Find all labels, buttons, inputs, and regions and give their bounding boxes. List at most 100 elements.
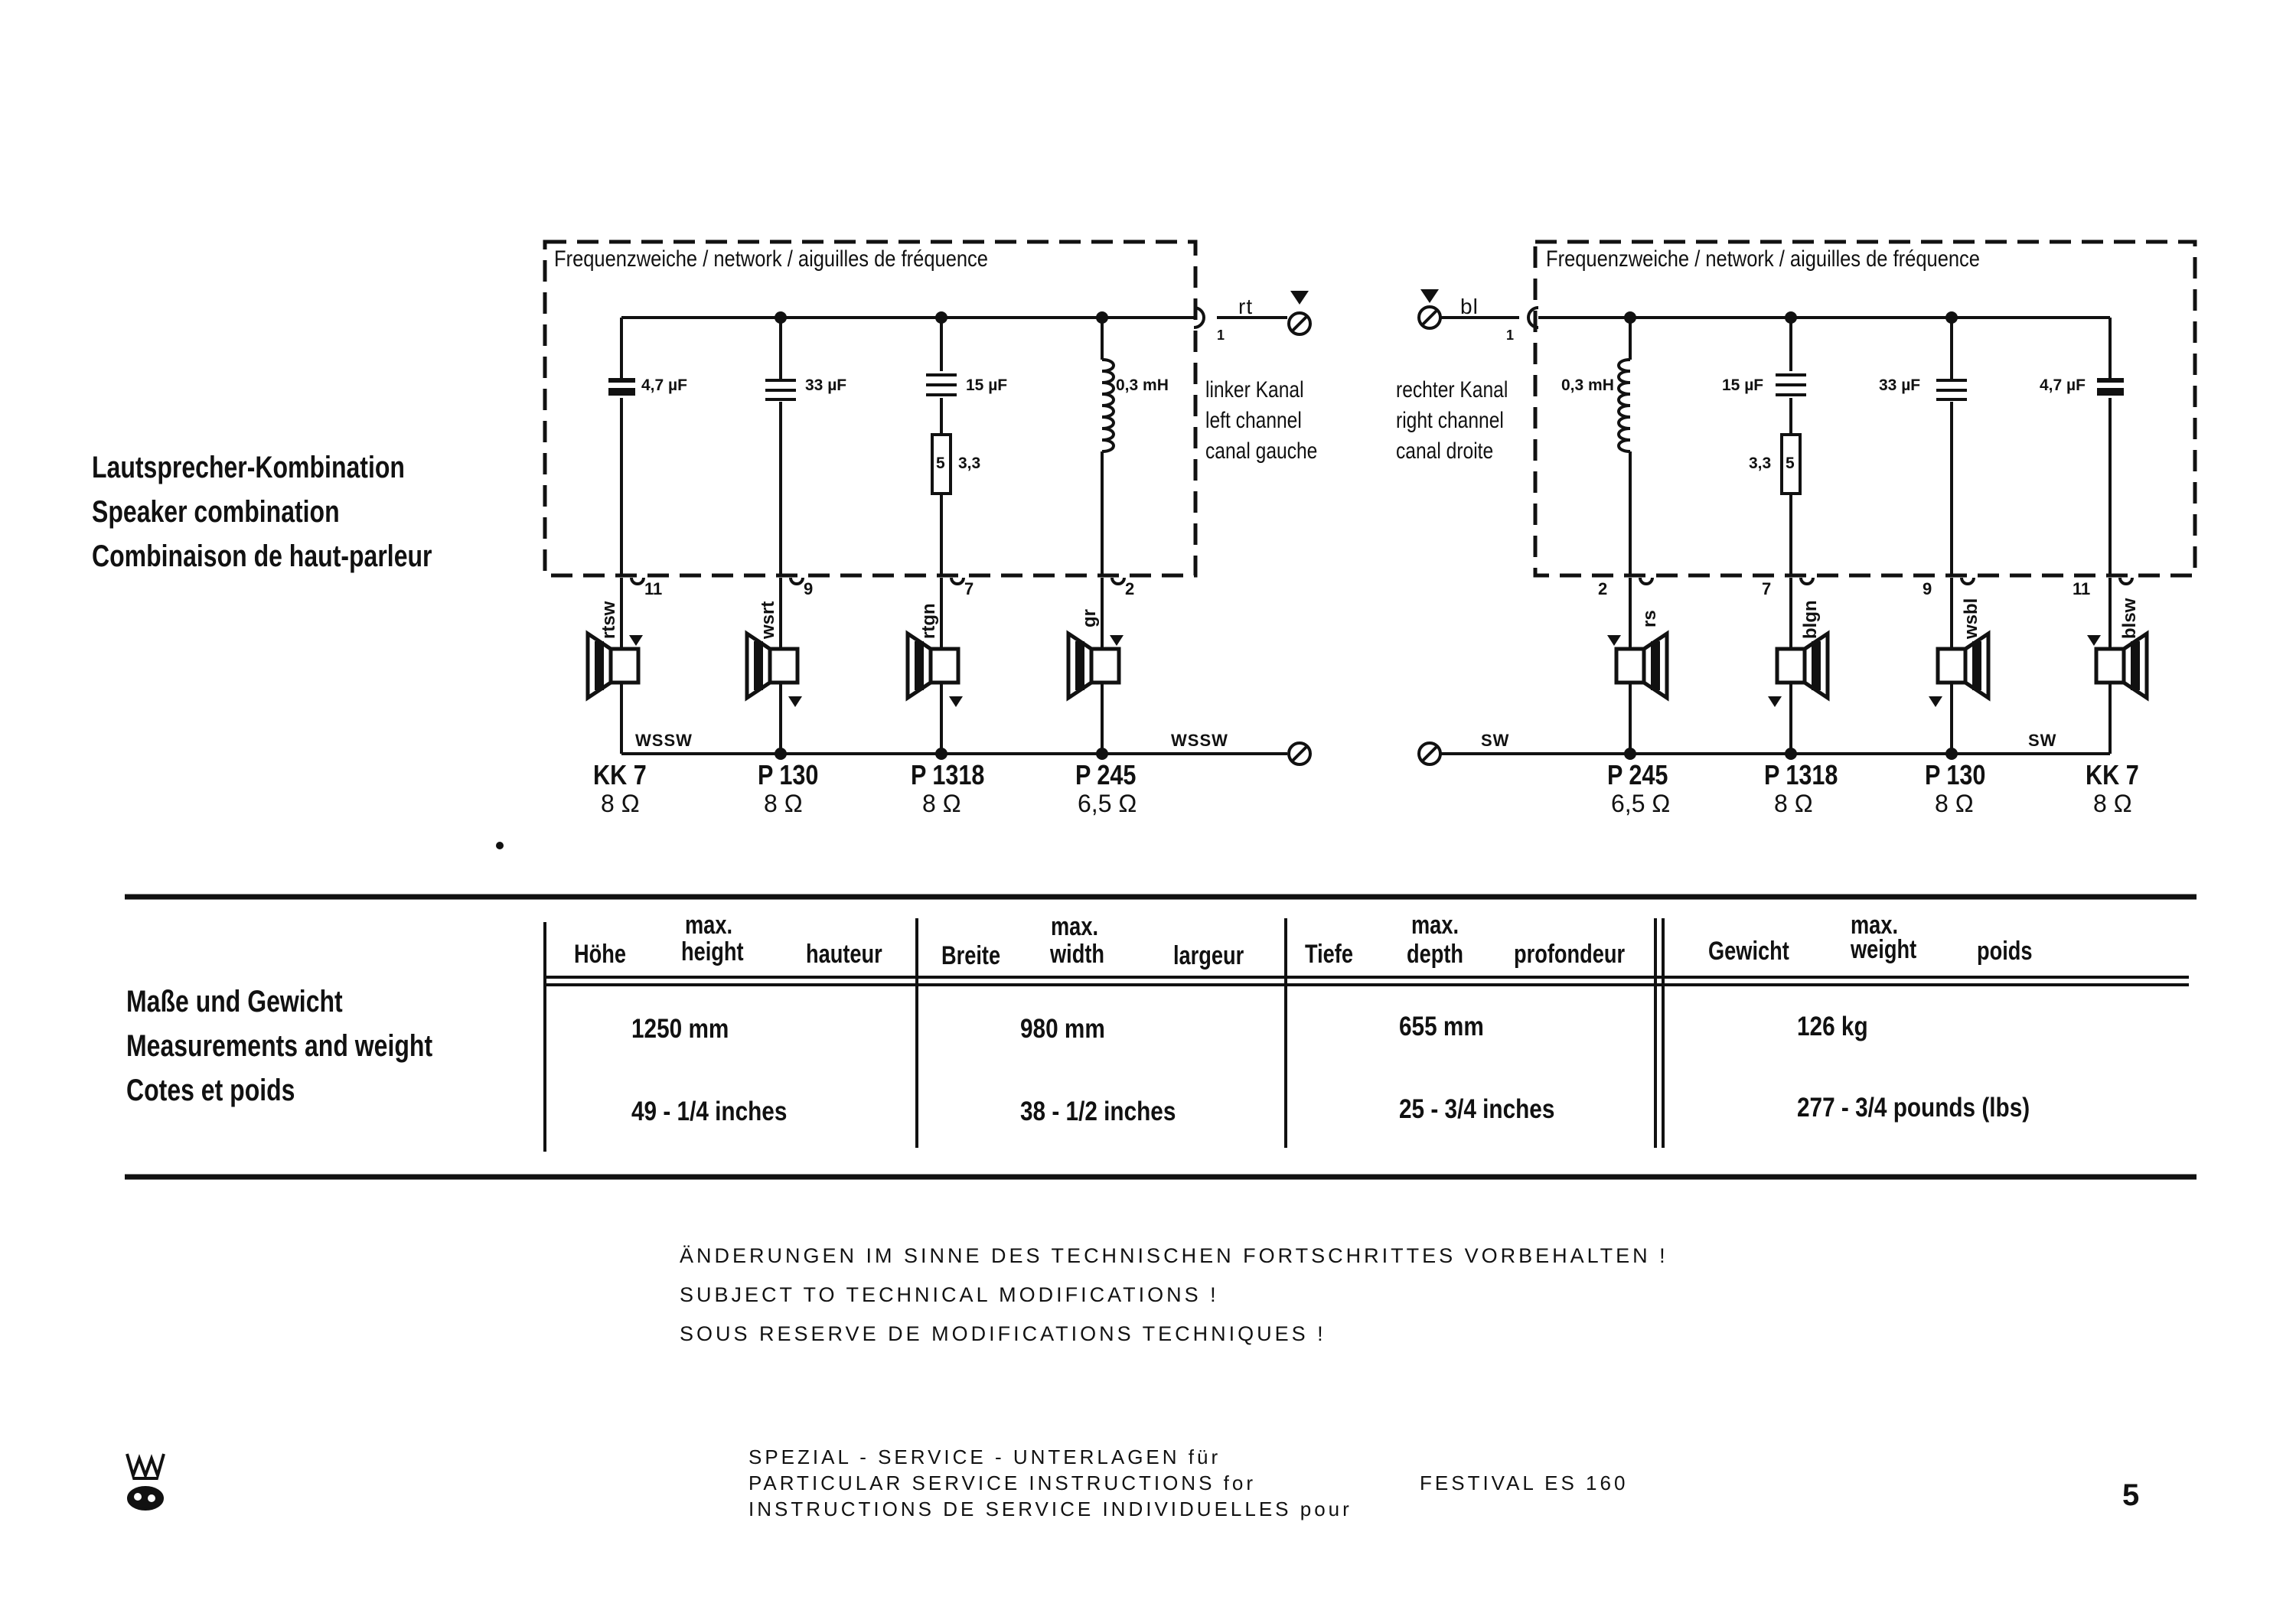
col-depth-en: depth [1407,940,1464,969]
right-res-3-3: 3,3 [1749,455,1772,472]
col-height-en: height [681,937,744,966]
cell-width-metric: 980 mm [1020,1014,1105,1044]
cell-height-metric: 1250 mm [631,1014,729,1044]
cell-height-imperial: 49 - 1/4 inches [631,1097,788,1126]
speaker-section-title: Lautsprecher-Kombination Speaker combina… [92,451,432,573]
left-cap-4-7: 4,7 µF [641,376,687,394]
right-channel-label: rechter Kanal right channel canal droite [1396,377,1508,464]
right-wire-blsw: blsw [2119,598,2140,639]
footer-service-lines: SPEZIAL - SERVICE - UNTERLAGEN für PARTI… [748,1445,1352,1520]
right-speaker-imp-2: 8 Ω [1774,790,1813,817]
col-width-en: width [1050,940,1105,969]
right-network-box [1533,240,2197,578]
right-res-marker: 5 [1786,455,1795,472]
right-network-title: Frequenzweiche / network / aiguilles de … [1546,246,1980,272]
page-number: 5 [2122,1478,2140,1512]
cell-weight-imperial: 277 - 3/4 pounds (lbs) [1797,1093,2030,1123]
left-speaker-model-1: KK 7 [593,759,647,790]
left-bottom-wire-1: WSSW [635,731,693,750]
right-terminal-pin: 1 [1506,328,1515,343]
left-speaker-model-2: P 130 [758,759,819,790]
notice-line-2: SUBJECT TO TECHNICAL MODIFICATIONS ! [680,1283,1219,1306]
right-pin-7: 7 [1762,579,1772,598]
speaker-symbol-p245-right [1614,630,1669,702]
right-cap-33: 33 µF [1879,376,1921,394]
col-weight-en: weight [1851,935,1917,964]
right-speaker-imp-3: 8 Ω [1935,790,1974,817]
left-channel-label: linker Kanal left channel canal gauche [1205,377,1318,464]
right-wire-blgn: blgn [1800,600,1821,639]
left-speaker-model-3: P 1318 [911,759,985,790]
col-weight-fr: poids [1977,937,2033,966]
left-pin-9: 9 [804,579,814,598]
right-cap-15: 15 µF [1722,376,1764,394]
left-cap-15: 15 µF [966,376,1008,394]
speaker-symbol-p130-right [1936,630,1991,702]
col-weight-de: Gewicht [1708,937,1789,966]
col-height-fr: hauteur [806,940,882,969]
right-speaker-imp-4: 8 Ω [2093,790,2132,817]
left-wire-rtsw: rtsw [598,601,619,639]
left-wire-gr: gr [1079,609,1100,627]
col-height-de: Höhe [574,940,626,969]
notice-line-3: SOUS RESERVE DE MODIFICATIONS TECHNIQUES… [680,1322,1326,1345]
right-cap-4-7: 4,7 µF [2040,376,2086,394]
left-speaker-imp-4: 6,5 Ω [1078,790,1137,817]
speaker-symbol-p130-left [745,630,800,702]
right-pin-2: 2 [1598,579,1608,598]
speaker-symbol-kk7-left [585,630,641,702]
left-cap-33: 33 µF [805,376,847,394]
speaker-symbol-p245-left [1066,630,1121,702]
left-speaker-model-4: P 245 [1075,759,1137,790]
col-depth-de: Tiefe [1305,940,1353,969]
left-pin-7: 7 [964,579,974,598]
right-speaker-model-1: P 245 [1607,759,1668,790]
col-width-de: Breite [941,941,1001,970]
right-speaker-model-4: KK 7 [2086,759,2139,790]
col-depth-fr: profondeur [1514,940,1626,969]
speaker-symbol-kk7-right [2094,630,2149,702]
left-pin-11: 11 [644,579,663,598]
right-speaker-model-3: P 130 [1925,759,1986,790]
speaker-symbol-p1318-left [905,630,960,702]
left-wire-wsrt: wsrt [758,601,778,639]
left-speaker-imp-1: 8 Ω [601,790,640,817]
col-height-max: max. [685,911,732,940]
left-terminal-pin: 1 [1217,328,1225,343]
speaker-symbol-p1318-right [1775,630,1830,702]
brand-logo [126,1453,165,1511]
left-network-title: Frequenzweiche / network / aiguilles de … [554,246,988,272]
left-bottom-wire-2: WSSW [1171,731,1228,750]
left-speaker-imp-3: 8 Ω [922,790,961,817]
right-wire-rs: rs [1639,610,1660,627]
right-speaker-imp-1: 6,5 Ω [1611,790,1671,817]
right-bottom-wire-2: SW [2028,731,2057,750]
cell-depth-imperial: 25 - 3/4 inches [1399,1094,1555,1124]
cell-weight-metric: 126 kg [1797,1012,1868,1041]
left-res-3-3: 3,3 [958,455,981,472]
left-pin-2: 2 [1125,579,1135,598]
col-depth-max: max. [1411,911,1459,940]
right-terminal-label: bl [1460,295,1479,318]
right-pin-11: 11 [2073,579,2091,598]
col-width-max: max. [1051,912,1098,941]
right-bottom-wire-1: SW [1481,731,1510,750]
right-ind-0-3: 0,3 mH [1561,376,1614,394]
left-terminal-label: rt [1238,295,1254,318]
right-speaker-model-2: P 1318 [1764,759,1838,790]
left-ind-0-3: 0,3 mH [1116,376,1169,394]
left-speaker-imp-2: 8 Ω [764,790,803,817]
cell-width-imperial: 38 - 1/2 inches [1020,1097,1176,1126]
left-res-marker: 5 [936,455,945,472]
col-width-fr: largeur [1173,941,1244,970]
footer-model: FESTIVAL ES 160 [1420,1471,1629,1494]
notice-line-1: ÄNDERUNGEN IM SINNE DES TECHNISCHEN FORT… [680,1244,1668,1267]
measurements-section-title: Maße und Gewicht Measurements and weight… [126,985,433,1107]
cell-depth-metric: 655 mm [1399,1012,1484,1041]
right-pin-9: 9 [1923,579,1932,598]
col-weight-max: max. [1851,911,1898,940]
left-network-box [543,240,1198,578]
left-wire-rtgn: rtgn [918,603,939,639]
right-wire-wsbl: wsbl [1961,598,1981,639]
